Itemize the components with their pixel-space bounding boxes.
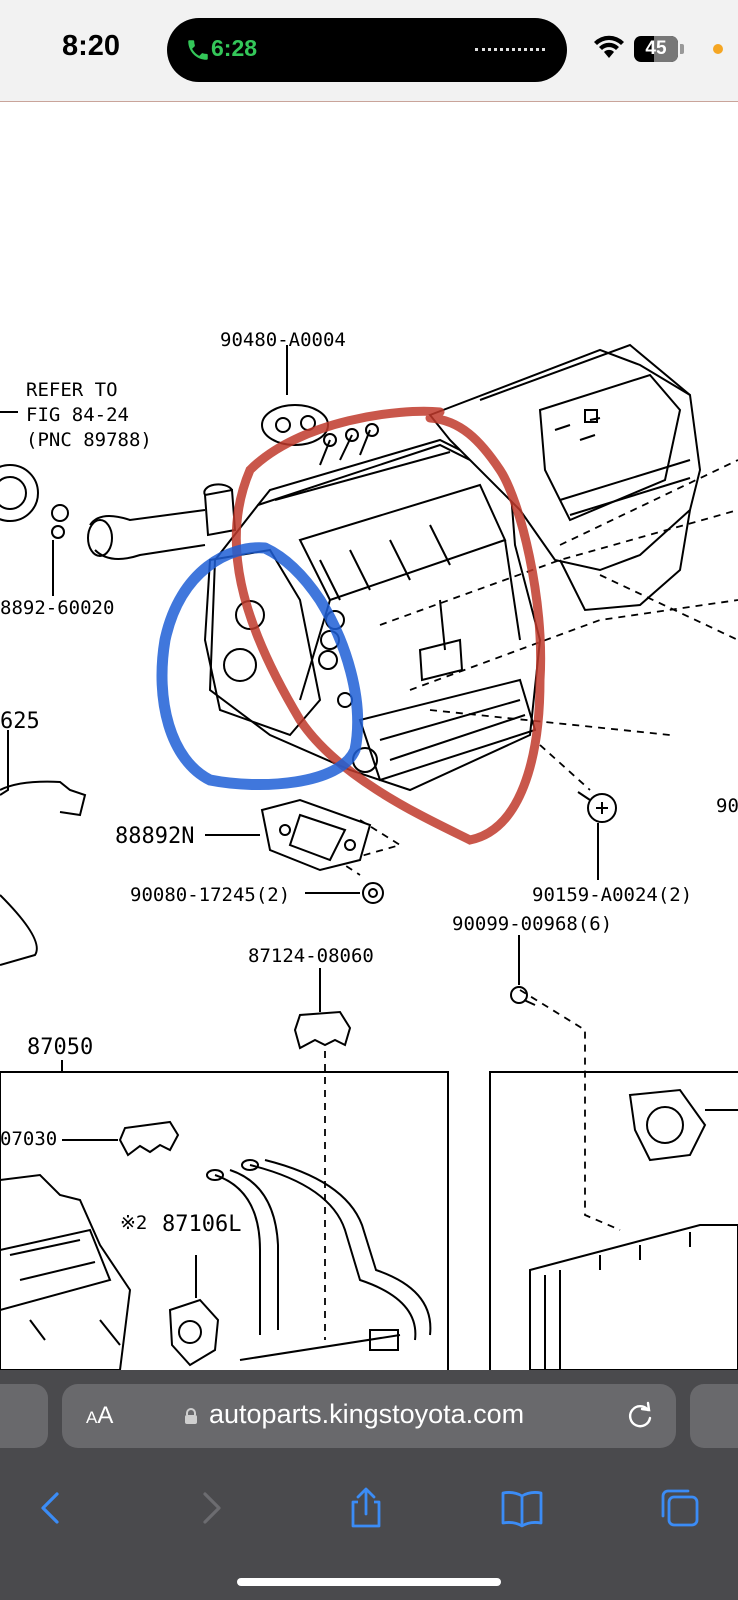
label-625: 625 [0, 709, 40, 734]
forward-icon[interactable] [188, 1486, 232, 1530]
browser-toolbar [0, 1460, 738, 1600]
reader-options-button[interactable]: AA [86, 1402, 114, 1429]
label-88892-60020: 8892-60020 [0, 597, 114, 619]
label-mark2: ※2 [120, 1212, 147, 1234]
dynamic-island-call[interactable]: 6:28 [167, 18, 567, 82]
phone-icon [188, 40, 208, 60]
label-87050: 87050 [27, 1035, 93, 1060]
parts-diagram[interactable]: 90480-A0004 REFER TO FIG 84-24 (PNC 8978… [0, 102, 738, 1370]
next-tab-preview[interactable] [690, 1384, 738, 1448]
label-refer-1: REFER TO [26, 379, 118, 401]
label-88892n: 88892N [115, 824, 194, 849]
label-07030: 07030 [0, 1128, 57, 1150]
battery-nub [680, 44, 684, 54]
browser-address-area: AA autoparts.kingstoyota.com [0, 1370, 738, 1460]
clock: 8:20 [62, 30, 121, 62]
home-indicator[interactable] [237, 1578, 501, 1586]
label-90099: 90099-00968(6) [452, 913, 612, 935]
status-bar: 8:20 6:28 45 [0, 0, 738, 102]
label-87106l: 87106L [162, 1212, 241, 1237]
label-87124: 87124-08060 [248, 945, 374, 967]
privacy-indicator-dot [713, 44, 723, 54]
call-duration: 6:28 [211, 35, 258, 61]
previous-tab-preview[interactable] [0, 1384, 48, 1448]
label-refer-3: (PNC 89788) [26, 429, 152, 451]
wifi-icon [594, 35, 624, 58]
back-icon[interactable] [30, 1486, 74, 1530]
label-90-right: 90 [716, 795, 738, 817]
blue-annotation-loop [156, 542, 364, 791]
lock-icon [185, 1408, 197, 1424]
label-90480: 90480-A0004 [220, 329, 346, 351]
waveform-icon [475, 48, 545, 52]
tabs-icon[interactable] [658, 1486, 702, 1530]
label-refer-2: FIG 84-24 [26, 404, 129, 426]
battery-icon: 45 [634, 36, 678, 62]
address-bar[interactable]: AA autoparts.kingstoyota.com [62, 1384, 676, 1448]
battery-level: 45 [645, 38, 667, 59]
bookmarks-icon[interactable] [500, 1486, 544, 1530]
red-annotation-loop [231, 406, 546, 845]
reload-icon[interactable] [624, 1400, 656, 1432]
share-icon[interactable] [344, 1486, 388, 1530]
diagram-svg: 90480-A0004 REFER TO FIG 84-24 (PNC 8978… [0, 329, 738, 1370]
label-90080: 90080-17245(2) [130, 884, 290, 906]
label-90159: 90159-A0024(2) [532, 884, 692, 906]
url-text[interactable]: autoparts.kingstoyota.com [209, 1399, 525, 1429]
